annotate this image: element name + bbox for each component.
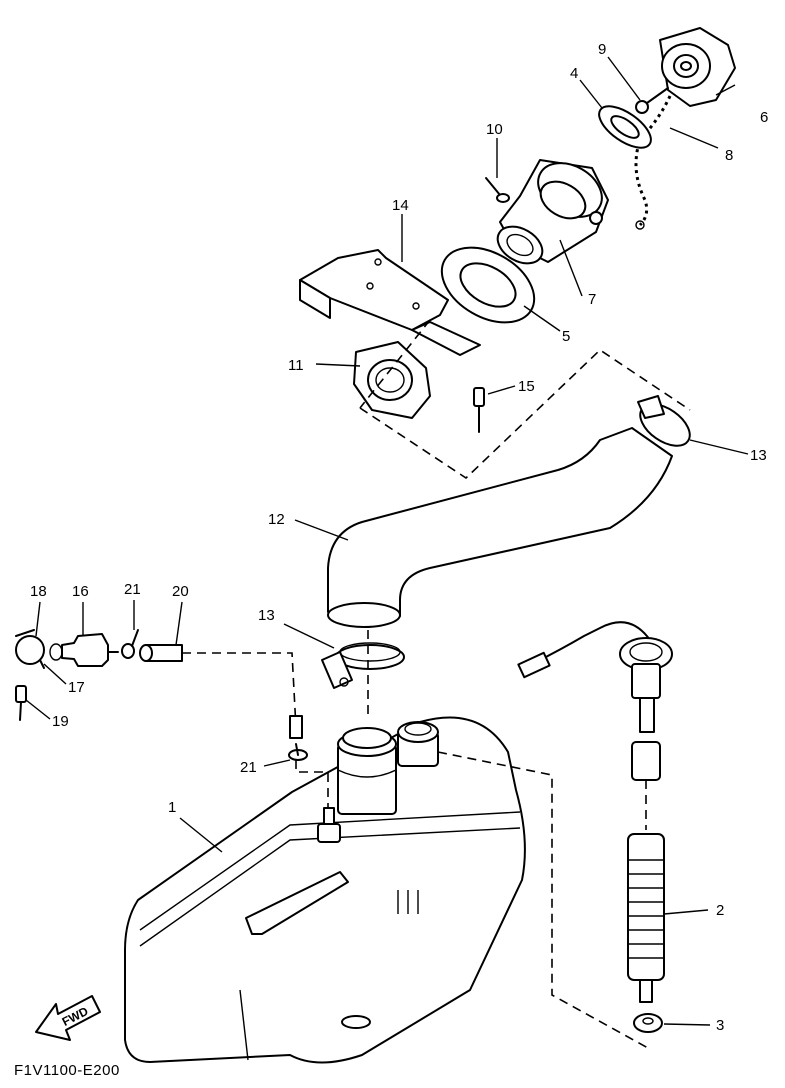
diagram-code: F1V1100-E200 — [14, 1062, 120, 1079]
callout-5: 5 — [562, 328, 570, 345]
fuel-tank[interactable] — [124, 716, 526, 1064]
cap-chain[interactable] — [634, 95, 672, 230]
gasket-5[interactable] — [429, 232, 548, 337]
callout-7: 7 — [588, 291, 596, 308]
filler-cap[interactable] — [659, 27, 736, 107]
callout-21-upper: 21 — [124, 581, 141, 598]
callout-10: 10 — [486, 121, 503, 138]
assembly-outline — [359, 348, 691, 480]
grommet-3[interactable] — [633, 1013, 663, 1033]
callout-2: 2 — [716, 902, 724, 919]
callout-4: 4 — [570, 65, 578, 82]
filler-neck[interactable] — [491, 152, 611, 271]
tank-fill-port[interactable] — [337, 727, 397, 815]
clip-guide-line — [295, 760, 329, 808]
assembly-outline-2 — [359, 319, 431, 409]
callout-12: 12 — [268, 511, 285, 528]
callout-8: 8 — [725, 147, 733, 164]
breather-hose[interactable] — [139, 644, 303, 739]
fuel-sender-unit[interactable] — [517, 621, 673, 781]
bracket-14[interactable] — [299, 249, 481, 356]
screw-9[interactable] — [635, 87, 669, 114]
callout-14: 14 — [392, 197, 409, 214]
callout-19: 19 — [52, 713, 69, 730]
callout-17: 17 — [68, 679, 85, 696]
rivet-10[interactable] — [485, 177, 510, 203]
callout-3: 3 — [716, 1017, 724, 1034]
callout-18: 18 — [30, 583, 47, 600]
callout-20: 20 — [172, 583, 189, 600]
hose-clip-21-upper[interactable] — [121, 629, 139, 659]
breather-filter[interactable] — [49, 633, 119, 667]
filter-screen[interactable] — [627, 833, 665, 1003]
nut-11[interactable] — [353, 341, 431, 419]
hose-clamp-13-lower[interactable] — [321, 642, 405, 689]
tank-breather-fitting[interactable] — [317, 807, 341, 843]
tank-gauge-port[interactable] — [397, 721, 439, 767]
gasket-ring-4[interactable] — [592, 98, 657, 155]
gauge-guide-line — [437, 751, 649, 1049]
callout-13-upper: 13 — [750, 447, 767, 464]
fwd-arrow-icon: FWD — [35, 995, 101, 1041]
clamp-18[interactable] — [15, 629, 45, 669]
callout-numbers: 9 4 6 8 10 14 7 5 11 15 13 12 18 16 21 2… — [30, 41, 768, 1034]
callout-6: 6 — [760, 109, 768, 126]
callout-16: 16 — [72, 583, 89, 600]
callout-9: 9 — [598, 41, 606, 58]
rivet-15[interactable] — [473, 387, 485, 433]
fuel-filler-hose[interactable] — [327, 427, 673, 628]
leader-lines — [25, 56, 749, 1026]
callout-11: 11 — [288, 357, 304, 374]
hose-clip-21-lower[interactable] — [288, 743, 308, 761]
callout-21-lower: 21 — [240, 759, 257, 776]
callout-15: 15 — [518, 378, 535, 395]
callout-13-lower: 13 — [258, 607, 275, 624]
callout-1: 1 — [168, 799, 176, 816]
hose-clamp-13-upper[interactable] — [633, 395, 697, 454]
rivet-19[interactable] — [15, 685, 27, 721]
